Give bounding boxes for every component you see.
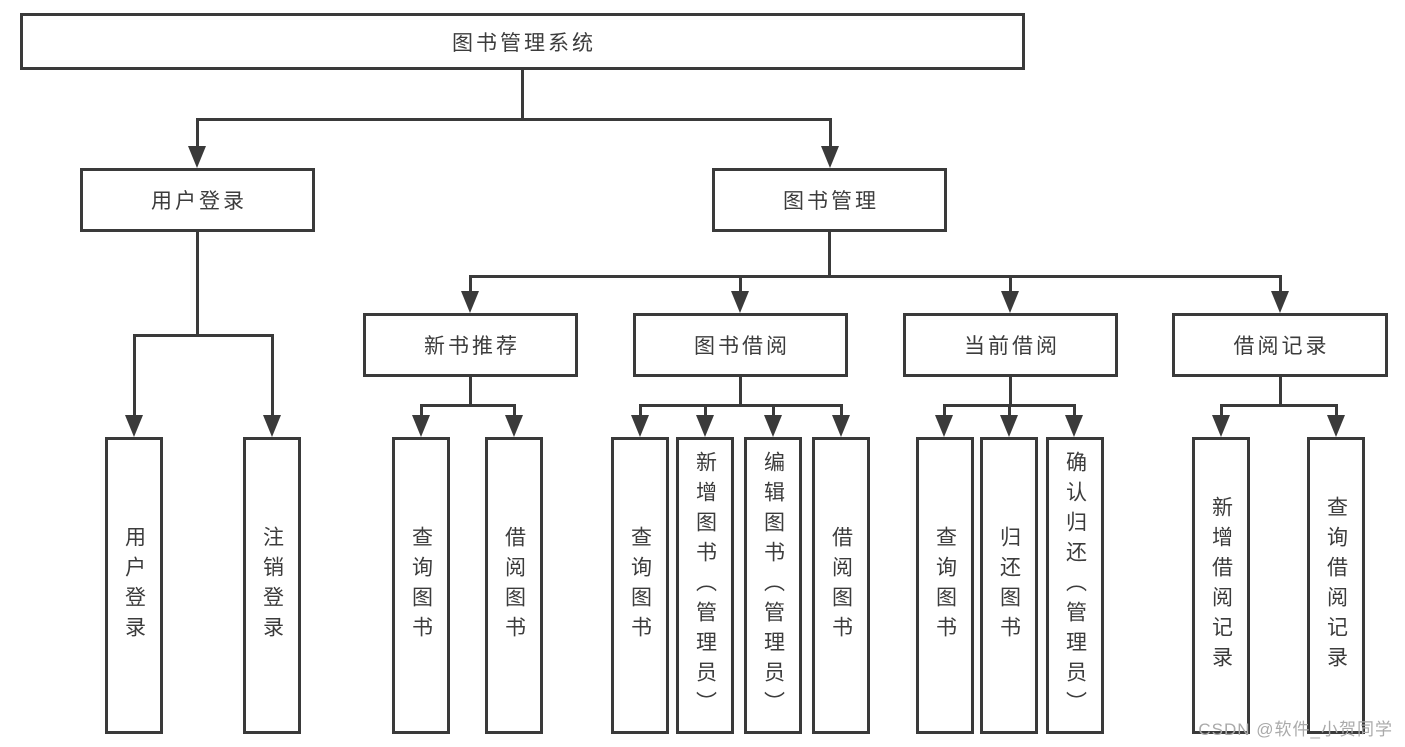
leaf-label: 查询借阅记录 <box>1324 495 1348 676</box>
arrow-down-icon <box>412 415 430 437</box>
connector-line <box>1335 404 1338 418</box>
connector-line <box>943 404 946 418</box>
leaf-add-borrow-record: 新增借阅记录 <box>1192 437 1250 734</box>
connector-line <box>521 69 524 119</box>
connector-line <box>1008 404 1011 418</box>
connector-line <box>772 404 775 418</box>
connector-line <box>133 334 136 417</box>
connector-line <box>469 377 472 406</box>
arrow-down-icon <box>1001 291 1019 313</box>
leaf-label: 归还图书 <box>997 525 1021 646</box>
leaf-borrow-books: 借阅图书 <box>812 437 870 734</box>
node-label: 图书借阅 <box>694 335 790 358</box>
arrow-down-icon <box>461 291 479 313</box>
connector-line <box>639 404 842 407</box>
leaf-label: 借阅图书 <box>829 525 853 646</box>
leaf-logout-login: 注销登录 <box>243 437 301 734</box>
leaf-query-books-borrow: 查询图书 <box>611 437 669 734</box>
node-new-book-recommendation: 新书推荐 <box>363 313 578 377</box>
connector-line <box>513 404 516 418</box>
arrow-down-icon <box>764 415 782 437</box>
arrow-down-icon <box>1000 415 1018 437</box>
connector-line <box>1279 377 1282 406</box>
connector-line <box>133 334 273 337</box>
arrow-down-icon <box>1327 415 1345 437</box>
connector-line <box>739 275 742 295</box>
connector-line <box>829 118 832 148</box>
arrow-down-icon <box>821 146 839 168</box>
connector-line <box>1220 404 1336 407</box>
connector-line <box>1073 404 1076 418</box>
connector-line <box>196 118 831 121</box>
connector-line <box>828 232 831 277</box>
node-book-borrowing: 图书借阅 <box>633 313 848 377</box>
leaf-borrow-books-recommend: 借阅图书 <box>485 437 543 734</box>
arrow-down-icon <box>188 146 206 168</box>
arrow-down-icon <box>832 415 850 437</box>
connector-line <box>1009 275 1012 295</box>
node-label: 借阅记录 <box>1233 335 1330 358</box>
connector-line <box>639 404 642 418</box>
leaf-label: 查询图书 <box>628 525 652 646</box>
node-label: 图书管理 <box>783 190 879 213</box>
leaf-label: 注销登录 <box>260 525 284 646</box>
arrow-down-icon <box>263 415 281 437</box>
watermark: CSDN @软件_小贺同学 <box>1198 720 1393 739</box>
leaf-label: 借阅图书 <box>502 525 526 646</box>
connector-line <box>196 232 199 336</box>
connector-line <box>1220 404 1223 418</box>
connector-line <box>840 404 843 418</box>
arrow-down-icon <box>696 415 714 437</box>
leaf-user-login: 用户登录 <box>105 437 163 734</box>
node-label: 当前借阅 <box>964 335 1060 358</box>
arrow-down-icon <box>731 291 749 313</box>
connector-line <box>1009 377 1012 406</box>
leaf-query-books-recommend: 查询图书 <box>392 437 450 734</box>
node-label: 用户登录 <box>151 190 247 213</box>
arrow-down-icon <box>1212 415 1230 437</box>
leaf-return-books: 归还图书 <box>980 437 1038 734</box>
leaf-query-borrow-record: 查询借阅记录 <box>1307 437 1365 734</box>
arrow-down-icon <box>631 415 649 437</box>
connector-line <box>196 118 199 148</box>
node-label: 新书推荐 <box>424 335 520 358</box>
leaf-label: 用户登录 <box>122 525 146 646</box>
leaf-label: 编辑图书（管理员） <box>761 450 785 721</box>
connector-line <box>1279 275 1282 295</box>
node-user-login: 用户登录 <box>80 168 315 232</box>
leaf-edit-books-admin: 编辑图书（管理员） <box>744 437 802 734</box>
arrow-down-icon <box>505 415 523 437</box>
connector-line <box>420 404 423 418</box>
connector-line <box>271 334 274 417</box>
leaf-confirm-return-admin: 确认归还（管理员） <box>1046 437 1104 734</box>
connector-line <box>469 275 1281 278</box>
arrow-down-icon <box>935 415 953 437</box>
leaf-label: 新增图书（管理员） <box>693 450 717 721</box>
leaf-label: 新增借阅记录 <box>1209 495 1233 676</box>
leaf-label: 查询图书 <box>409 525 433 646</box>
leaf-query-books-current: 查询图书 <box>916 437 974 734</box>
connector-line <box>739 377 742 406</box>
node-label: 图书管理系统 <box>452 31 596 55</box>
arrow-down-icon <box>125 415 143 437</box>
leaf-add-books-admin: 新增图书（管理员） <box>676 437 734 734</box>
node-library-management-system: 图书管理系统 <box>20 13 1025 70</box>
node-current-borrowing: 当前借阅 <box>903 313 1118 377</box>
arrow-down-icon <box>1065 415 1083 437</box>
arrow-down-icon <box>1271 291 1289 313</box>
connector-line <box>469 275 472 295</box>
leaf-label: 查询图书 <box>933 525 957 646</box>
node-borrowing-records: 借阅记录 <box>1172 313 1388 377</box>
connector-line <box>420 404 515 407</box>
leaf-label: 确认归还（管理员） <box>1063 450 1087 721</box>
connector-line <box>704 404 707 418</box>
node-book-management: 图书管理 <box>712 168 947 232</box>
